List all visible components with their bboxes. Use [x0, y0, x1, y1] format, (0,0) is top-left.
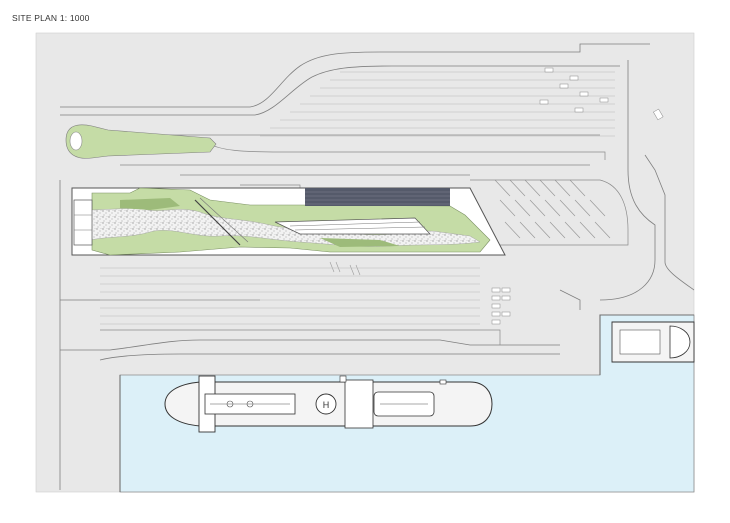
helipad — [315, 393, 337, 415]
skylight-lines — [289, 221, 426, 231]
roof-panel-lines — [305, 191, 450, 205]
entrance-block — [73, 199, 93, 246]
crosswalk-marks — [329, 261, 361, 276]
quay-edge-right — [599, 314, 694, 375]
ferry-ship: H — [164, 375, 493, 433]
roof-panel-array — [305, 188, 450, 206]
green-patch — [120, 198, 180, 210]
parking-stripes-upper — [260, 71, 615, 137]
diagonal-ramp-2 — [199, 197, 249, 243]
diagonal-ramp — [194, 199, 241, 246]
vessel-bow — [669, 325, 691, 359]
lower-lane-divider — [100, 329, 501, 345]
parking-lot-outline — [470, 179, 629, 246]
lanes-lower — [100, 267, 480, 325]
plan-title: SITE PLAN 1: 1000 — [12, 13, 90, 23]
parked-cars-upper — [539, 67, 664, 121]
helipad-label: H — [323, 400, 330, 410]
green-patch-2 — [320, 238, 400, 247]
parked-cars-lower — [491, 287, 511, 325]
ferry-funnel — [344, 379, 374, 429]
second-vessel — [611, 321, 695, 363]
landscaped-island — [65, 124, 217, 159]
angled-parking — [494, 179, 611, 239]
gravel-band — [89, 207, 481, 247]
skylight-wedge — [274, 217, 431, 235]
terminal-building — [71, 187, 506, 256]
island-tip — [69, 131, 83, 151]
